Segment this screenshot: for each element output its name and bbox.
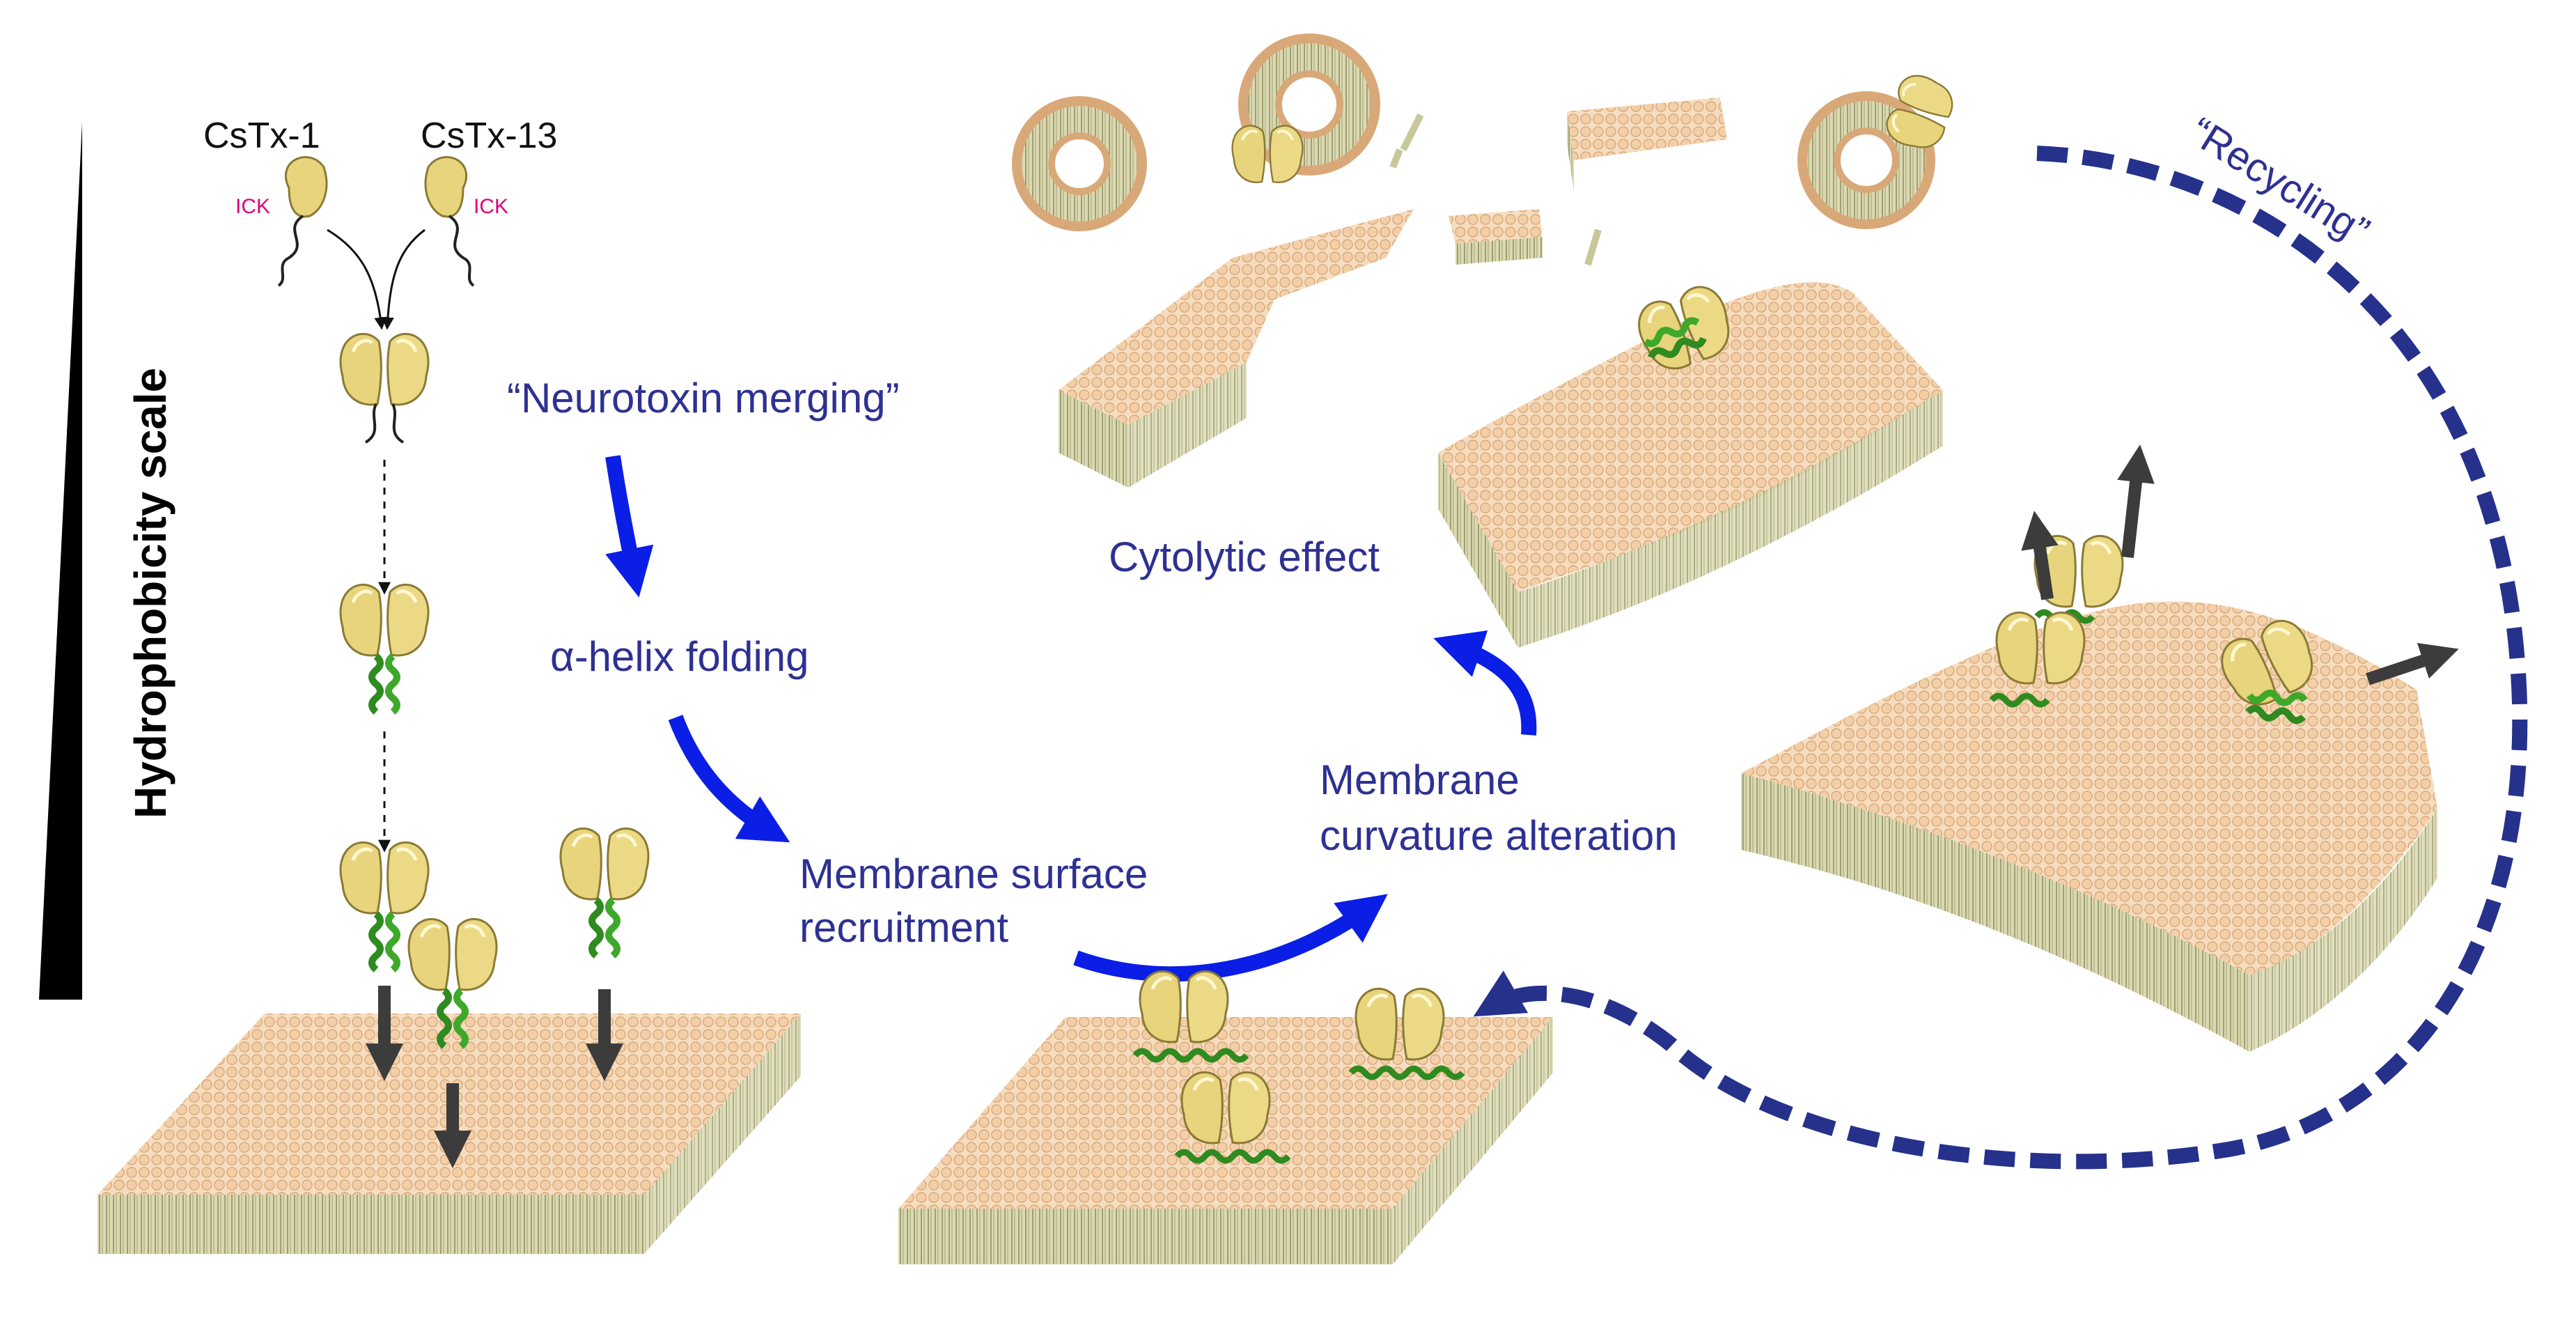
label-cytolytic: Cytolytic effect xyxy=(1109,534,1380,580)
flow-arrow-3 xyxy=(1073,894,1388,982)
monomer-cstx13 xyxy=(424,156,475,287)
monomer-cstx1 xyxy=(277,156,328,287)
single-lipid-3 xyxy=(1584,228,1602,266)
broken-membrane-right xyxy=(1438,282,1943,648)
label-recruitment-1: Membrane surface xyxy=(799,851,1148,897)
ick-label-left: ICK xyxy=(235,195,270,218)
merge-arrow-right xyxy=(381,228,426,330)
ick-label-right: ICK xyxy=(474,195,508,218)
micelle-1 xyxy=(1012,96,1147,231)
folded-dimer xyxy=(341,584,428,712)
membrane-slab-middle xyxy=(898,1017,1553,1264)
dimer-approach-3 xyxy=(561,828,648,956)
label-helix-folding: α-helix folding xyxy=(550,633,809,680)
flow-arrow-2 xyxy=(668,715,790,843)
label-curvature-1: Membrane xyxy=(1320,757,1520,803)
release-arrow-1 xyxy=(2021,511,2059,600)
label-recruitment-2: recruitment xyxy=(799,904,1008,951)
label-neurotoxin-merging: “Neurotoxin merging” xyxy=(507,375,900,421)
toxin-label-cstx1: CsTx-1 xyxy=(203,116,320,156)
release-arrow-3 xyxy=(2366,642,2459,685)
membrane-curved-right xyxy=(1741,601,2437,1052)
lipid-fragment-1 xyxy=(1567,98,1727,192)
toxin-label-cstx13: CsTx-13 xyxy=(421,116,557,156)
single-lipid-1 xyxy=(1400,113,1424,152)
single-lipid-2 xyxy=(1389,148,1403,169)
flow-arrow-1 xyxy=(605,455,654,598)
axis-label: Hydrophobicity scale xyxy=(125,368,175,819)
merged-dimer xyxy=(341,334,428,444)
merge-arrow-left xyxy=(327,228,387,330)
hydrophobicity-wedge xyxy=(39,122,82,1000)
lipid-fragment-2 xyxy=(1449,209,1543,265)
flow-arrow-4 xyxy=(1433,630,1537,736)
recycling-arrow xyxy=(1473,146,2528,1170)
broken-membrane-left xyxy=(1059,209,1414,488)
label-curvature-2: curvature alteration xyxy=(1320,812,1678,859)
release-arrow-2 xyxy=(2117,444,2155,558)
